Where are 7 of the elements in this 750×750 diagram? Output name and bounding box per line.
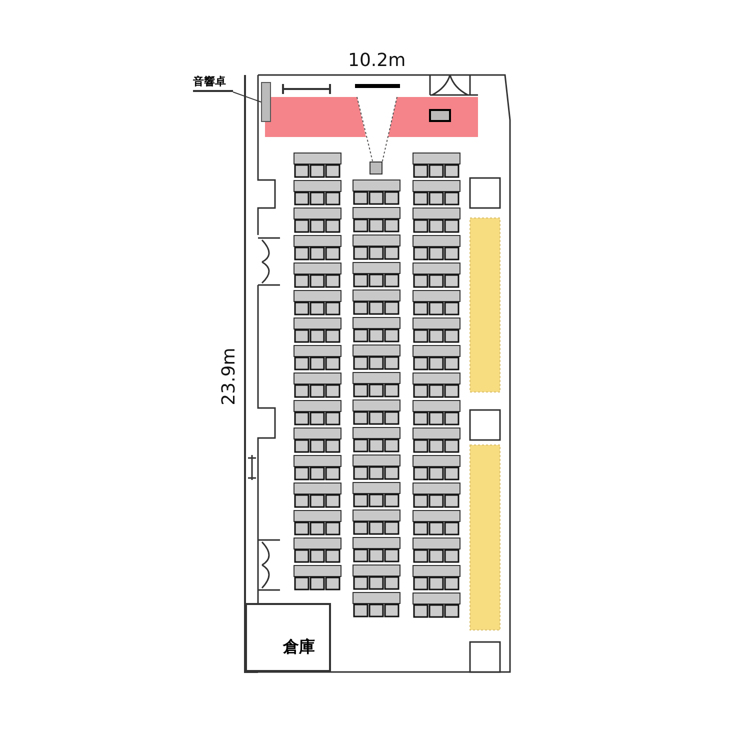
mixing-console [261, 82, 271, 122]
leader-line [232, 92, 262, 102]
callout-label: 音響卓 [193, 74, 233, 92]
storage-room [245, 603, 331, 672]
dimension-label: 23.9m [218, 348, 240, 406]
dimension-label: 10.2m [348, 50, 406, 71]
room-label: 倉庫 [283, 637, 315, 658]
